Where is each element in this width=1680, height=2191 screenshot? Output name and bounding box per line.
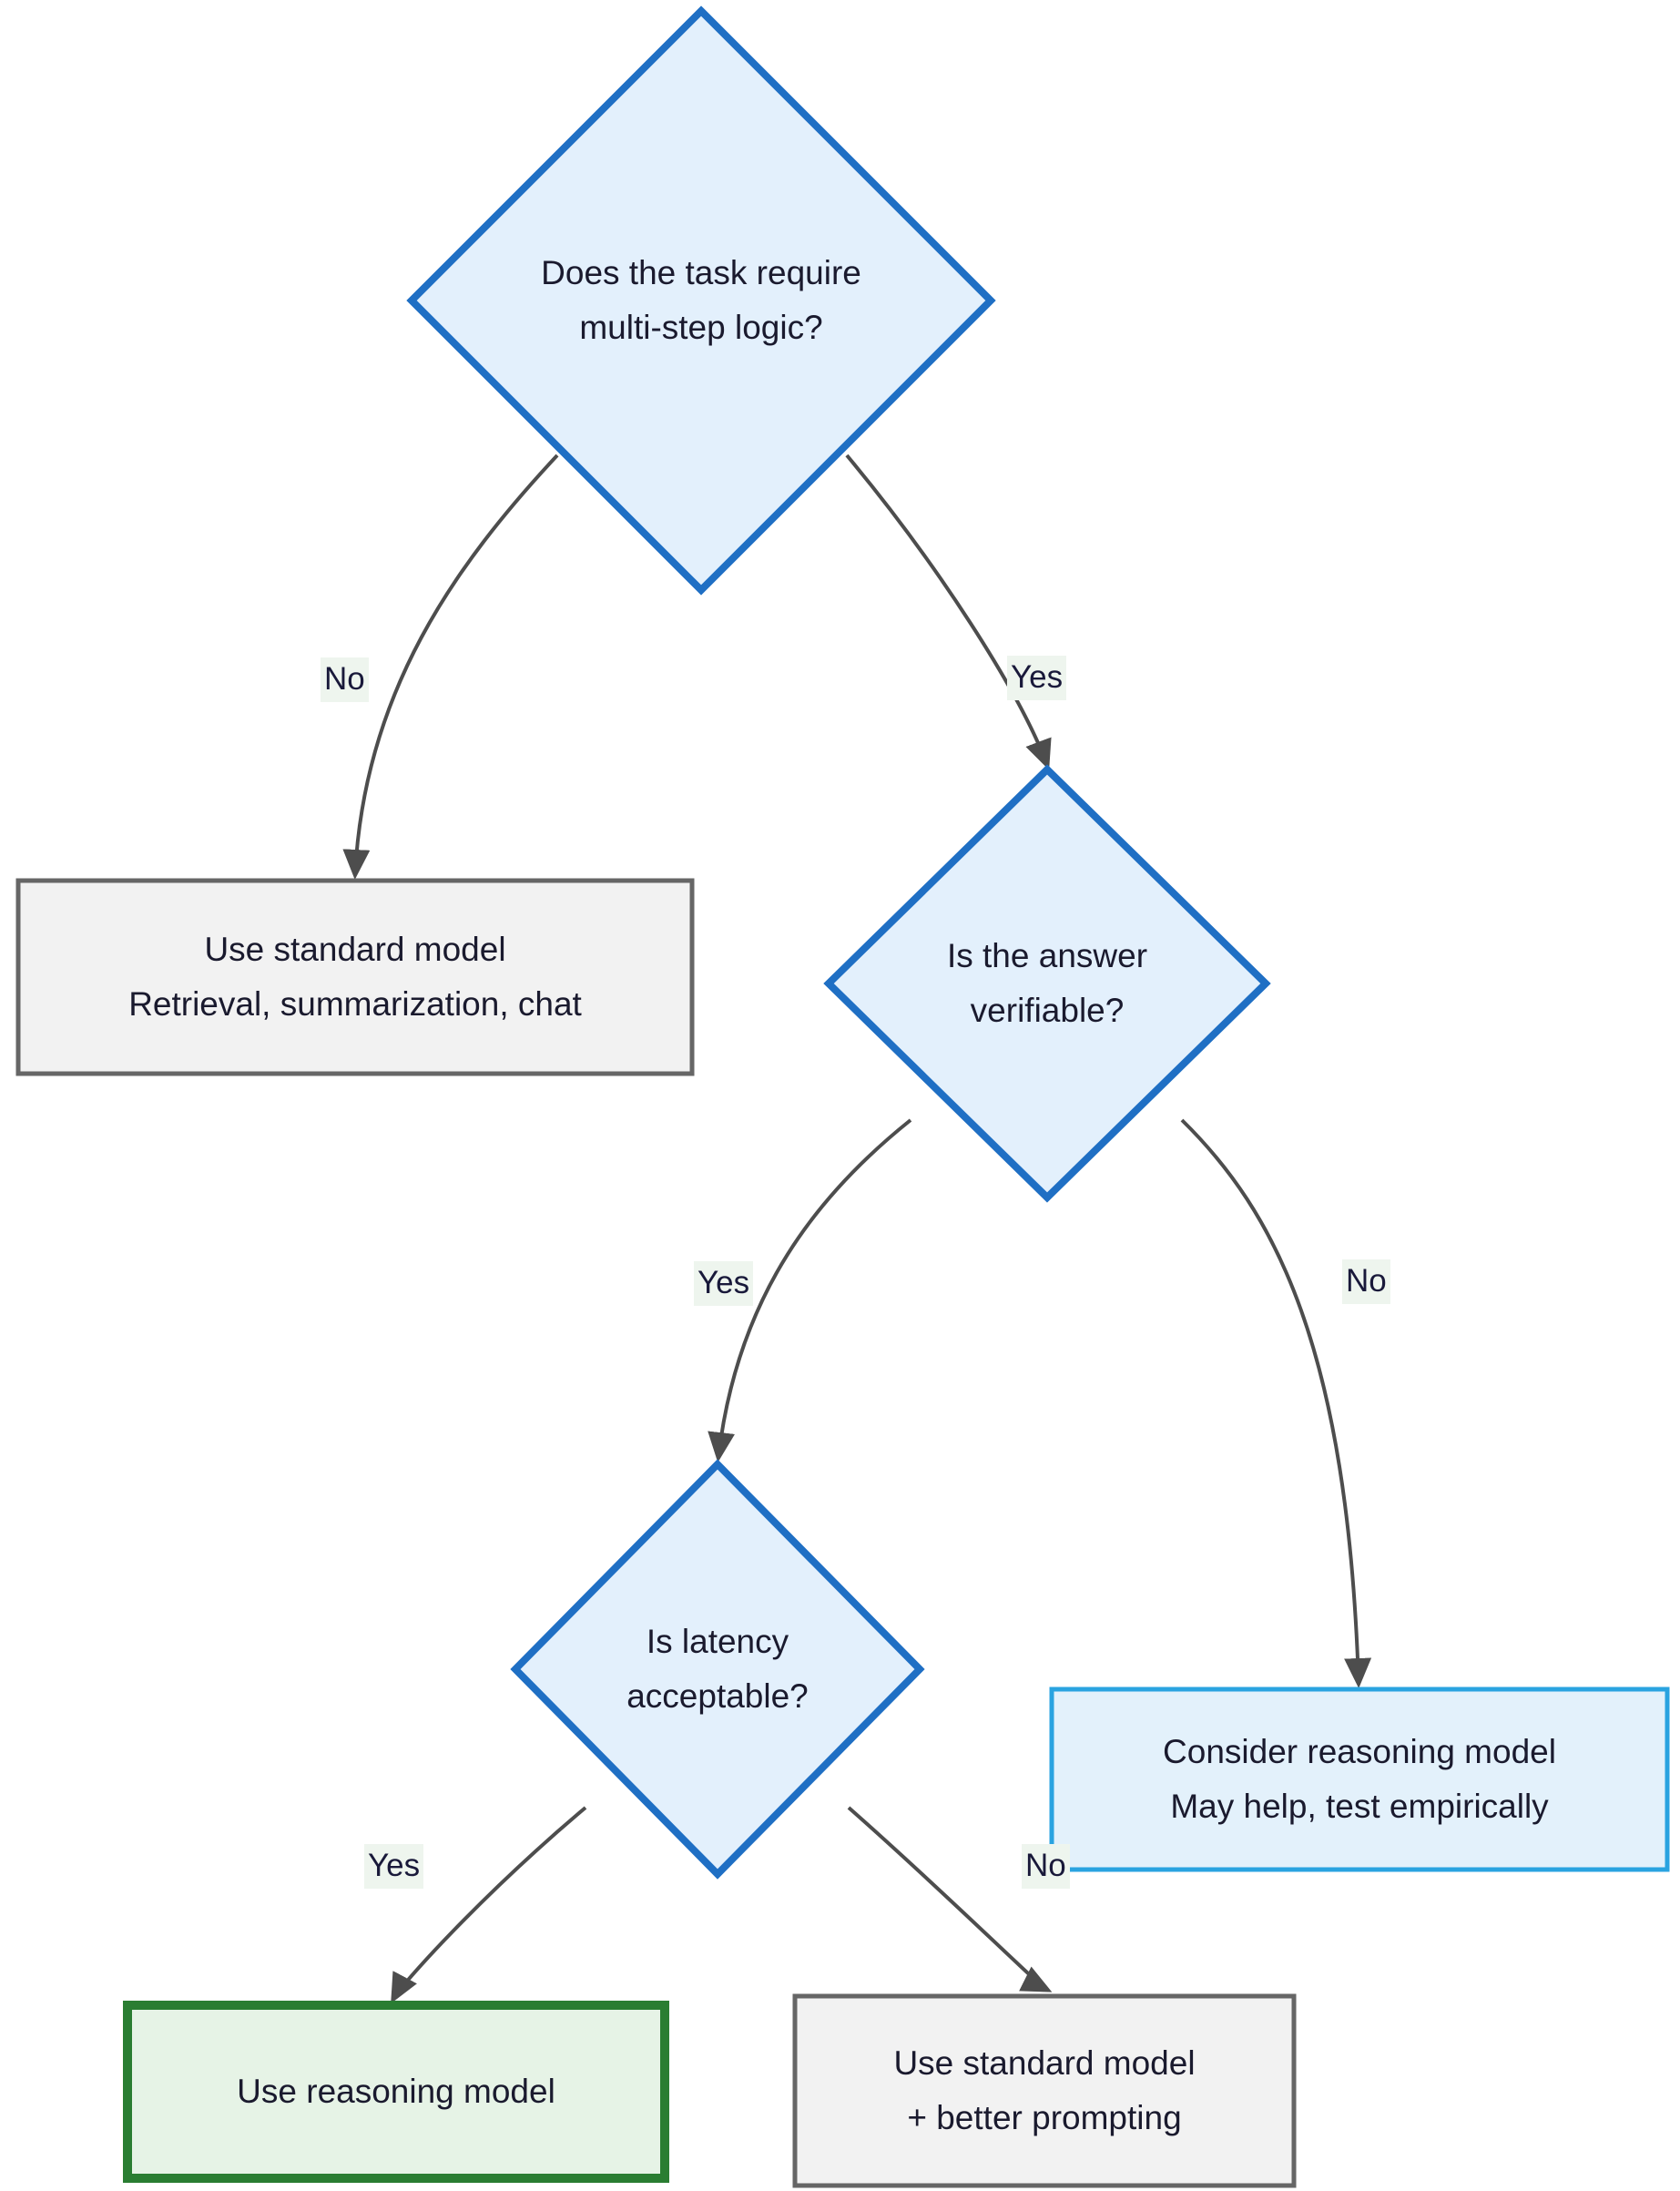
node-outcome-standard-prompting[interactable] bbox=[792, 1993, 1297, 2188]
edge-yes-to-use-reasoning bbox=[391, 1806, 587, 2004]
node-decision-multistep[interactable] bbox=[406, 5, 996, 596]
edge-no-to-standard-prompting bbox=[847, 1806, 1053, 1992]
edge-label-no-latency: No bbox=[1022, 1844, 1070, 1889]
node-outcome-use-reasoning[interactable] bbox=[123, 2001, 669, 2183]
edge-yes-to-latency bbox=[708, 1118, 912, 1462]
node-decision-verifiable[interactable] bbox=[823, 764, 1271, 1203]
node-outcome-standard-model[interactable] bbox=[15, 878, 695, 1076]
edge-label-yes-latency: Yes bbox=[364, 1844, 424, 1889]
node-outcome-consider-reasoning[interactable] bbox=[1049, 1687, 1670, 1872]
edge-label-yes-multistep: Yes bbox=[1007, 656, 1067, 700]
edge-no-to-standard-model bbox=[342, 453, 559, 880]
edge-no-to-consider-reasoning bbox=[1180, 1118, 1372, 1688]
node-decision-latency[interactable] bbox=[510, 1459, 925, 1880]
edge-label-yes-verifiable: Yes bbox=[694, 1261, 754, 1306]
edge-label-no-multistep: No bbox=[321, 657, 369, 702]
edge-group bbox=[342, 453, 1372, 2004]
edge-yes-to-verifiable bbox=[845, 453, 1052, 770]
edge-label-no-verifiable: No bbox=[1342, 1259, 1390, 1304]
